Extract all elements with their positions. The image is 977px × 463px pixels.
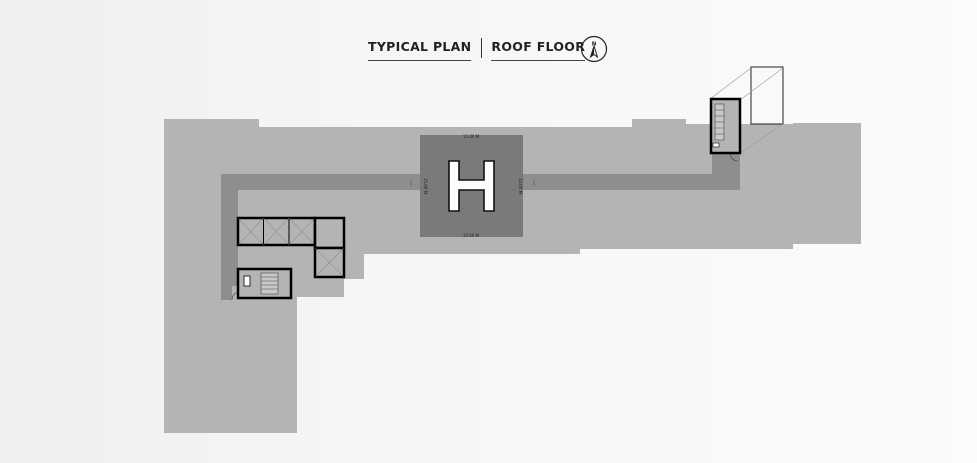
- stair-icon: [231, 267, 293, 301]
- helipad-dim-right: 15.00 M: [518, 178, 523, 195]
- helipad-dim-top: 15.00 M: [463, 134, 480, 139]
- corridor-east: [523, 153, 740, 190]
- roof-corridor: [221, 174, 420, 300]
- helipad-h-icon: H: [448, 160, 495, 212]
- title-typical-plan: TYPICAL PLAN: [368, 39, 472, 61]
- title-divider: [481, 38, 483, 58]
- north-arrow-icon: N: [580, 35, 608, 63]
- stair-core-east: [709, 66, 784, 162]
- helipad-dim-left: 15.00 M: [423, 178, 428, 195]
- north-label: N: [592, 42, 597, 48]
- roof-slab: [164, 119, 861, 433]
- helipad-dim-bottom: 15.00 M: [463, 233, 480, 238]
- machine-room-block: [236, 216, 346, 279]
- title-roof-floor: ROOF FLOOR: [491, 39, 585, 61]
- plan-title: TYPICAL PLAN ROOF FLOOR: [368, 36, 585, 61]
